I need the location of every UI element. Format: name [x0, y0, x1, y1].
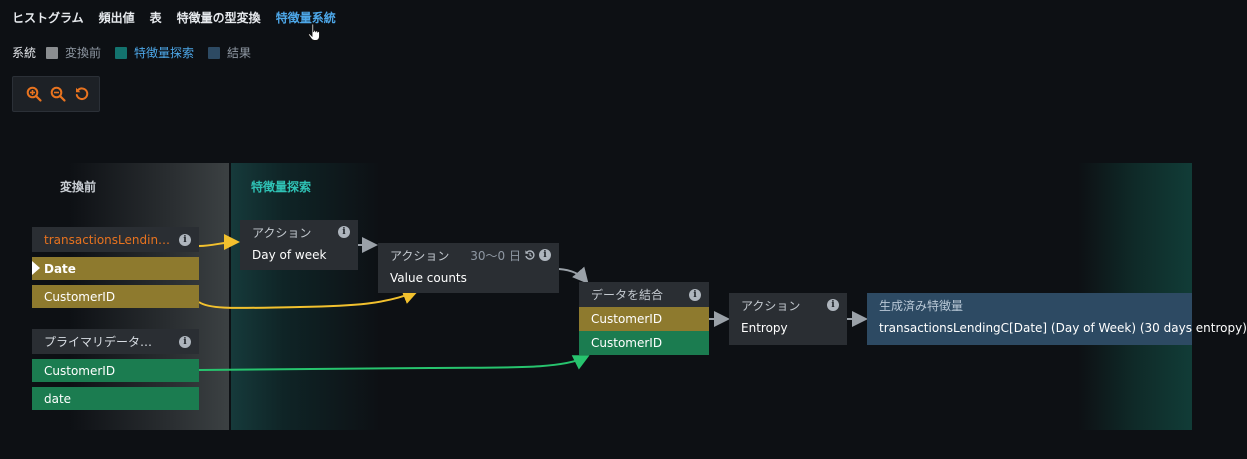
link-date-to-dayofweek [198, 234, 240, 251]
dataset-header: transactionsLendin… i [32, 227, 199, 252]
zoom-in-icon [26, 86, 42, 102]
zoom-out-button[interactable] [49, 85, 67, 103]
result-feature-name: transactionsLendingC[Date] (Day of Week)… [879, 321, 1247, 335]
action-node-valuecounts[interactable]: アクション 30〜0 日 i Value counts [378, 243, 559, 293]
tab-feature-lineage[interactable]: 特徴量系統 [275, 11, 336, 25]
legend-label: 特徴量探索 [134, 46, 195, 60]
column-row-customerid[interactable]: CustomerID [32, 285, 199, 308]
action-value: Value counts [390, 271, 467, 285]
column-label: CustomerID [44, 363, 116, 378]
hand-cursor-icon [308, 23, 320, 41]
link-customerid-to-join [198, 355, 590, 371]
action-node-entropy[interactable]: アクション i Entropy [729, 293, 847, 345]
legend-title: 系統 [12, 46, 37, 60]
history-icon [525, 250, 535, 260]
column-label: CustomerID [44, 289, 116, 304]
reset-zoom-button[interactable] [73, 85, 91, 103]
info-icon[interactable]: i [338, 226, 350, 238]
action-header: アクション i [729, 293, 847, 317]
join-node[interactable]: データを結合 i CustomerID CustomerID [579, 282, 709, 355]
column-label: date [44, 391, 72, 406]
column-label: Date [44, 261, 76, 276]
lineage-canvas[interactable]: 変換前 特徴量探索 transactionsLendin… i Date Cus… [0, 163, 1247, 430]
action-header-label: アクション [252, 225, 312, 240]
join-row-customerid-a[interactable]: CustomerID [579, 307, 709, 331]
window-label: 30〜0 日 [470, 248, 521, 263]
action-node-dayofweek[interactable]: アクション i Day of week [240, 220, 358, 270]
tab-frequent-values[interactable]: 頻出値 [98, 11, 135, 25]
zoom-controls [12, 76, 100, 112]
legend-label: 結果 [227, 46, 252, 60]
source-dataset-primary[interactable]: プライマリデータ… i CustomerID date [32, 329, 199, 410]
legend-swatch [46, 46, 59, 59]
join-row-label: CustomerID [591, 336, 663, 350]
action-header: アクション i [240, 220, 358, 244]
link-valuecounts-to-join [558, 266, 589, 285]
tab-type-conversion[interactable]: 特徴量の型変換 [176, 11, 261, 25]
lineage-legend: 系統 変換前 特徴量探索 結果 [12, 44, 265, 61]
reset-icon [75, 87, 89, 101]
action-value: Entropy [741, 321, 788, 335]
action-header-label: アクション [390, 248, 450, 263]
result-feature-node[interactable]: 生成済み特徴量 transactionsLendingC[Date] (Day … [867, 293, 1247, 345]
column-row-customerid[interactable]: CustomerID [32, 359, 199, 382]
legend-swatch [115, 46, 128, 59]
source-dataset-transactions[interactable]: transactionsLendin… i Date CustomerID [32, 227, 199, 308]
join-header: データを結合 i [579, 282, 709, 307]
window-group: 30〜0 日 i [470, 247, 551, 264]
legend-item-result: 結果 [208, 44, 251, 61]
zoom-out-icon [50, 86, 66, 102]
legend-swatch [208, 46, 221, 59]
info-icon[interactable]: i [539, 249, 551, 261]
link-customerid-to-valuecounts [198, 289, 419, 309]
tab-table[interactable]: 表 [149, 11, 162, 25]
join-header-label: データを結合 [591, 288, 664, 302]
action-value: Day of week [252, 248, 327, 262]
info-icon[interactable]: i [179, 335, 191, 348]
selected-marker-icon [32, 261, 40, 275]
band-label-explore: 特徴量探索 [251, 180, 312, 194]
action-header-label: アクション [741, 298, 801, 313]
info-icon[interactable]: i [827, 299, 839, 311]
column-row-date[interactable]: Date [32, 257, 199, 280]
legend-item-before: 変換前 [46, 44, 101, 61]
lineage-links [198, 234, 868, 371]
column-row-date[interactable]: date [32, 387, 199, 410]
action-header: アクション 30〜0 日 i [378, 243, 559, 267]
legend-item-explore: 特徴量探索 [115, 44, 194, 61]
result-header: 生成済み特徴量 [879, 298, 964, 313]
tab-histogram[interactable]: ヒストグラム [12, 11, 84, 25]
zoom-in-button[interactable] [25, 85, 43, 103]
tab-bar: ヒストグラム 頻出値 表 特徴量の型変換 特徴量系統 [12, 9, 336, 26]
band-label-before: 変換前 [60, 180, 97, 194]
info-icon[interactable]: i [179, 233, 191, 246]
dataset-title: transactionsLendin… [44, 232, 171, 247]
dataset-title: プライマリデータ… [44, 335, 153, 349]
join-row-label: CustomerID [591, 312, 663, 326]
band-explore [231, 163, 381, 430]
legend-label: 変換前 [65, 46, 102, 60]
info-icon[interactable]: i [689, 288, 701, 301]
join-row-customerid-b[interactable]: CustomerID [579, 331, 709, 355]
dataset-header: プライマリデータ… i [32, 329, 199, 354]
